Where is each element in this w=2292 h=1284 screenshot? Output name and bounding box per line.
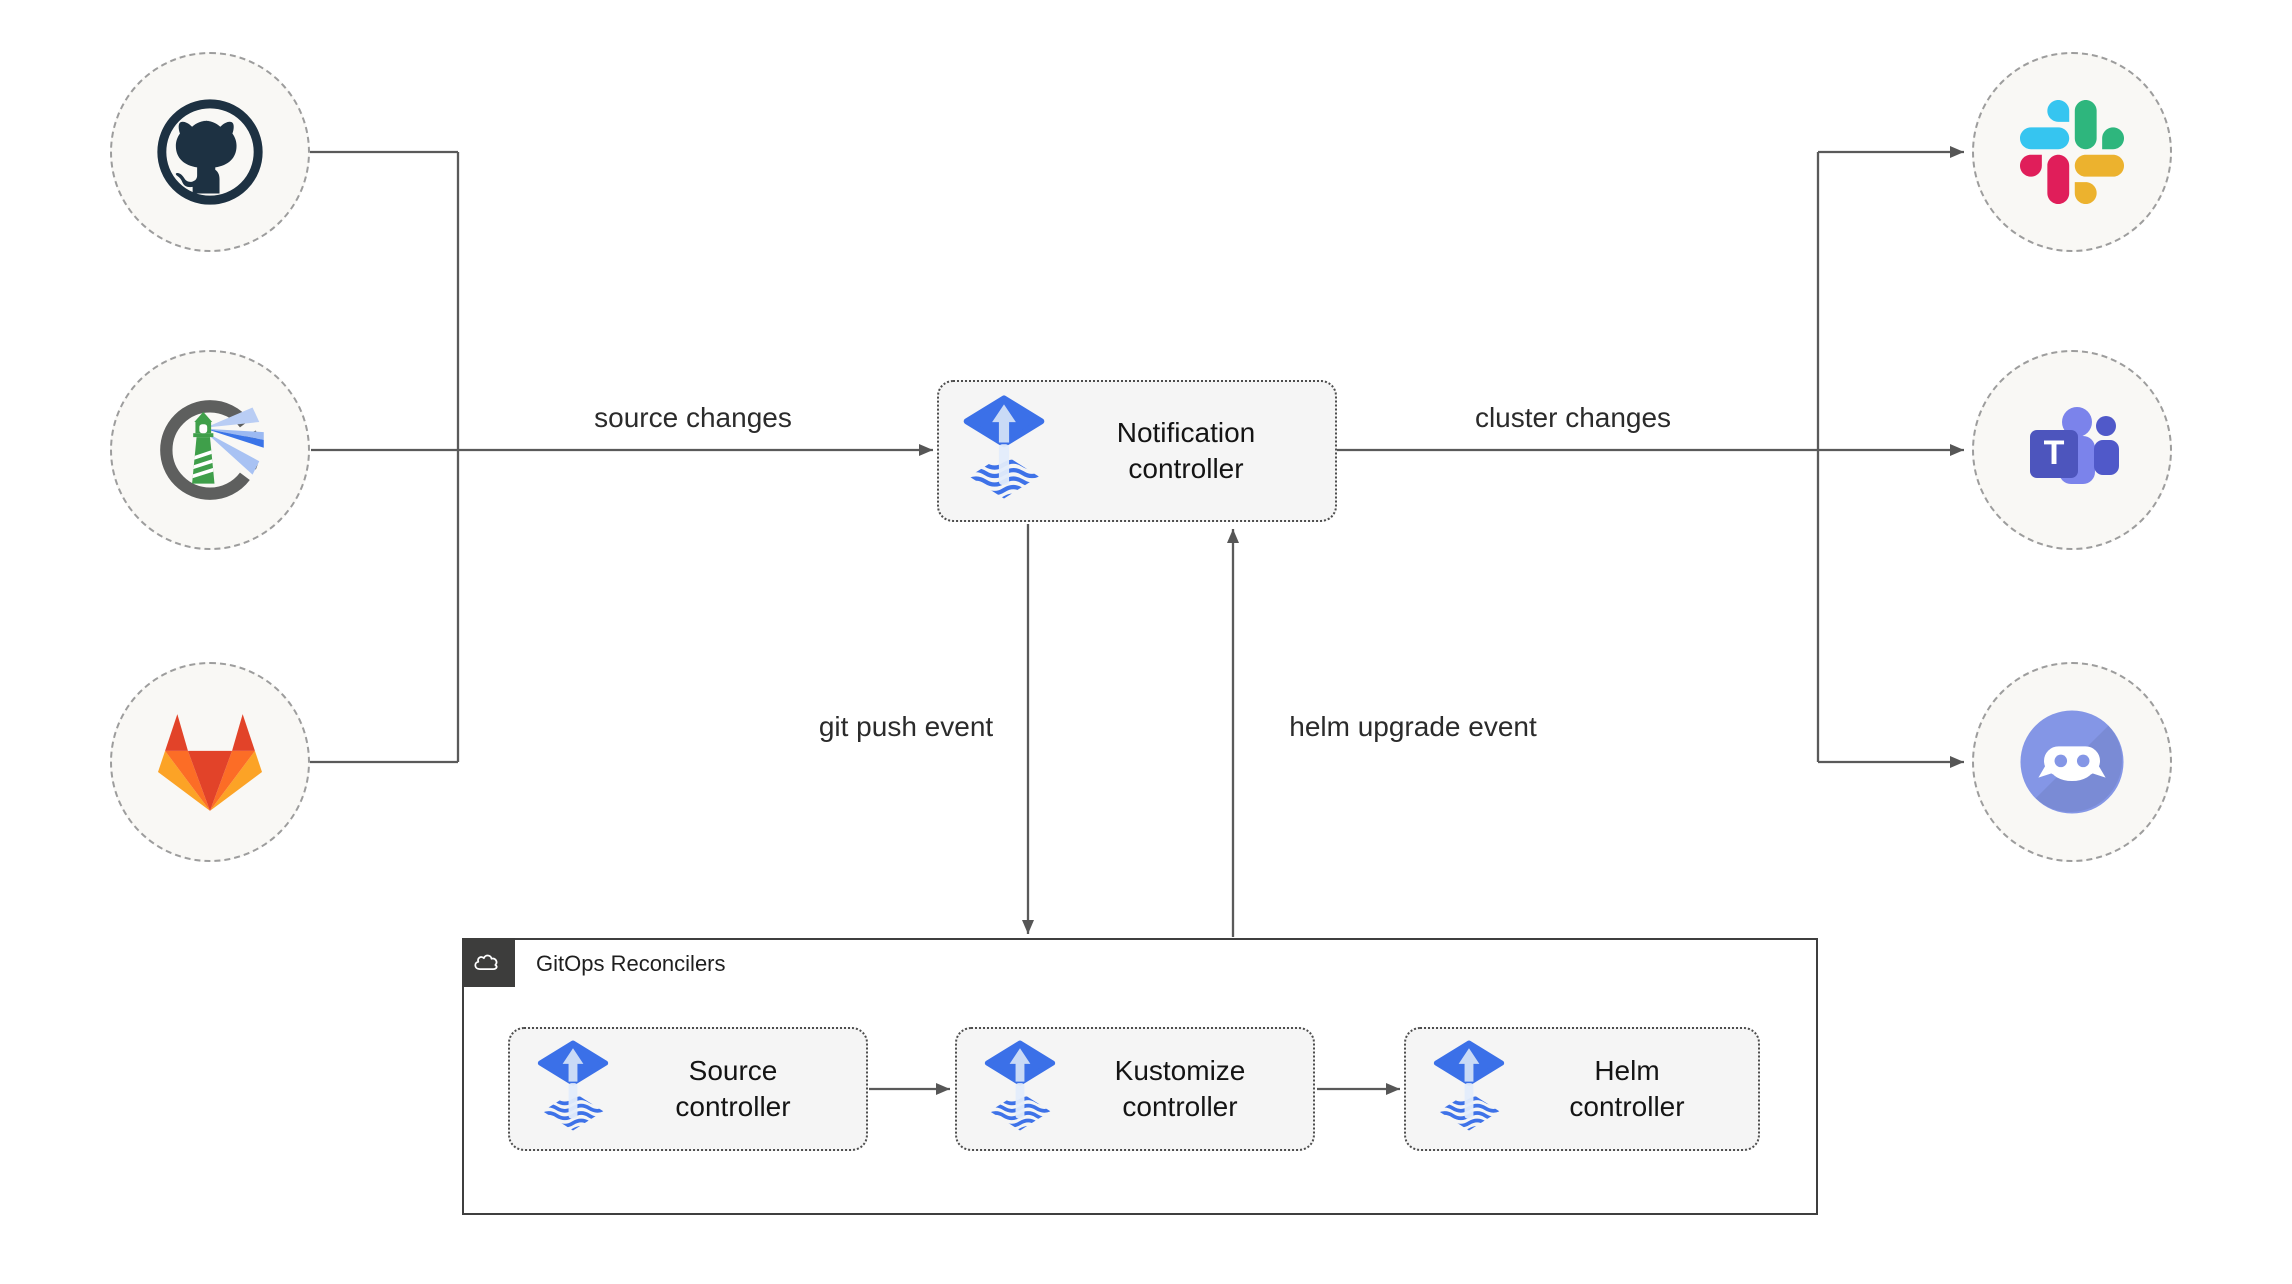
label-line: Notification bbox=[1116, 417, 1256, 449]
source-controller-node: Source controller bbox=[508, 1027, 868, 1151]
flux-icon bbox=[984, 1040, 1056, 1131]
provider-github bbox=[110, 52, 310, 252]
flux-icon-slot bbox=[536, 1040, 610, 1138]
discord-icon bbox=[2020, 710, 2124, 814]
helm-controller-label: Helm controller bbox=[1506, 1053, 1748, 1125]
gitops-reconcilers-container: GitOps Reconcilers bbox=[461, 937, 1818, 1215]
flux-icon bbox=[1433, 1040, 1505, 1131]
kustomize-controller-label: Kustomize controller bbox=[1057, 1053, 1303, 1125]
label-line: Helm bbox=[1594, 1055, 1660, 1087]
label-line: controller bbox=[675, 1091, 791, 1122]
notification-controller-label: Notification controller bbox=[1047, 415, 1325, 487]
cloud-icon bbox=[474, 954, 498, 970]
container-corner bbox=[461, 937, 515, 987]
label-line: controller bbox=[1569, 1091, 1685, 1122]
svg-text:T: T bbox=[2044, 434, 2065, 472]
container-title: GitOps Reconcilers bbox=[536, 951, 726, 976]
github-icon bbox=[157, 99, 263, 205]
flux-icon bbox=[963, 395, 1045, 499]
source-controller-label: Source controller bbox=[610, 1053, 856, 1125]
edge-label-helm-upgrade-event: helm upgrade event bbox=[1289, 711, 1537, 742]
flux-icon-slot bbox=[1432, 1040, 1506, 1138]
ms-teams-icon: T bbox=[2030, 407, 2119, 484]
provider-discord bbox=[1972, 662, 2172, 862]
edge-label-cluster-changes: cluster changes bbox=[1474, 402, 1672, 433]
provider-gitlab bbox=[110, 662, 310, 862]
label-line: controller bbox=[1128, 453, 1244, 484]
harbor-icon bbox=[160, 400, 264, 500]
flux-icon bbox=[537, 1040, 609, 1131]
edge-label-git-push-event: git push event bbox=[818, 711, 994, 742]
provider-harbor bbox=[110, 350, 310, 550]
label-line: controller bbox=[1122, 1091, 1238, 1122]
label-line: Source bbox=[688, 1055, 778, 1087]
notification-controller-node: Notification controller bbox=[937, 380, 1337, 522]
flux-icon-slot bbox=[961, 395, 1047, 507]
edge-label-source-changes: source changes bbox=[594, 402, 792, 433]
slack-icon bbox=[2020, 100, 2124, 204]
kustomize-controller-node: Kustomize controller bbox=[955, 1027, 1315, 1151]
helm-controller-node: Helm controller bbox=[1404, 1027, 1760, 1151]
label-line: Kustomize bbox=[1114, 1055, 1246, 1087]
provider-slack bbox=[1972, 52, 2172, 252]
flux-icon-slot bbox=[983, 1040, 1057, 1138]
provider-ms-teams: T bbox=[1972, 350, 2172, 550]
gitlab-icon bbox=[158, 714, 262, 811]
